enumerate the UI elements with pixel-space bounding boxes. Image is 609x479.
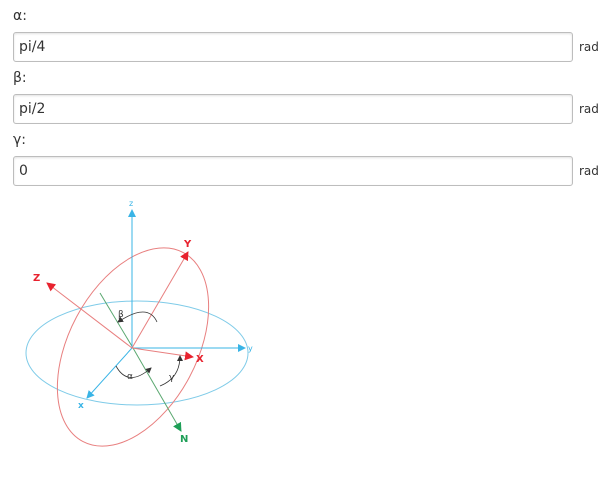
beta-label: β: [13, 70, 27, 86]
alpha-label: α: [13, 8, 27, 24]
gamma-input[interactable] [13, 156, 573, 186]
euler-angles-diagram: z y x Z Y X N β α γ [25, 199, 253, 447]
beta-arc [117, 311, 158, 323]
Y-axis-label: Y [183, 239, 192, 250]
beta-unit: rad [579, 102, 599, 116]
node-line [132, 347, 182, 432]
alpha-input[interactable] [13, 32, 573, 62]
alpha-arc [115, 365, 152, 378]
beta-input[interactable] [13, 94, 573, 124]
X-axis-label: X [196, 354, 204, 365]
alpha-angle-label: α [127, 372, 133, 382]
gamma-arc [159, 355, 183, 387]
z-axis-label: z [129, 199, 133, 208]
XY-plane-circle [56, 247, 210, 447]
X-axis [131, 347, 194, 361]
node-line-back [99, 292, 134, 349]
gamma-unit: rad [579, 164, 599, 178]
gamma-label: γ: [13, 132, 27, 148]
xy-plane-circle [25, 300, 249, 406]
Z-axis-label: Z [33, 273, 40, 284]
node-line-label: N [180, 434, 188, 445]
y-axis-label: y [248, 344, 253, 353]
beta-angle-label: β [118, 310, 124, 320]
Y-axis [131, 251, 189, 349]
gamma-angle-label: γ [169, 373, 175, 383]
alpha-unit: rad [579, 40, 599, 54]
x-axis [86, 347, 133, 399]
x-axis-label: x [78, 401, 84, 411]
Z-axis [46, 282, 133, 349]
